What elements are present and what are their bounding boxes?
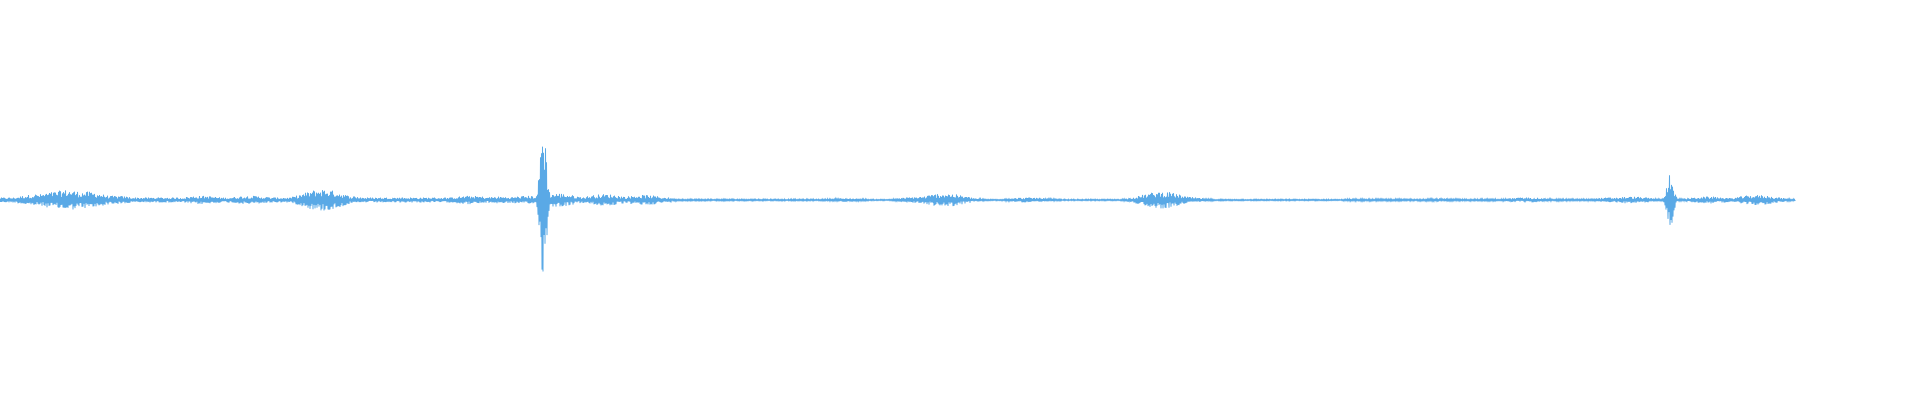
waveform-trace xyxy=(0,146,1796,272)
